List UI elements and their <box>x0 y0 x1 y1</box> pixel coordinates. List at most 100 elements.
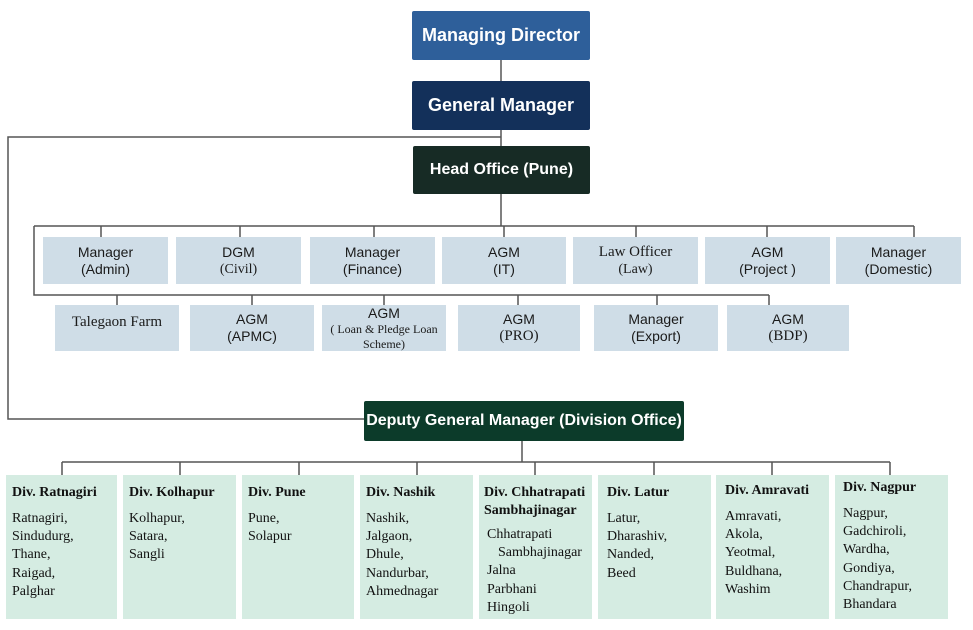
division-ratnagiri-box: Div. Ratnagiri Ratnagiri, Sindudurg, Tha… <box>6 475 117 619</box>
box-title: Talegaon Farm <box>71 314 163 330</box>
district-item: Parbhani <box>487 581 537 597</box>
box-title: DGM <box>222 243 255 260</box>
general-manager-box: General Manager <box>412 81 590 130</box>
box-subtitle: (PRO) <box>499 328 539 344</box>
district-item: Gondiya, <box>843 560 895 576</box>
district-list: Amravati, Akola, Yeotmal, Buldhana, Wash… <box>725 508 829 599</box>
box-subtitle: (APMC) <box>227 328 277 344</box>
head-office-label: Head Office (Pune) <box>429 161 574 178</box>
box-subtitle-2: Scheme) <box>363 336 405 351</box>
district-item: Hingoli <box>487 599 530 615</box>
agm-it-box: AGM (IT) <box>442 237 566 284</box>
managing-director-label: Managing Director <box>421 25 581 45</box>
district-item: Kolhapur, <box>129 511 185 526</box>
district-item: Latur, <box>607 511 641 526</box>
division-nashik-box: Div. Nashik Nashik, Jalgaon, Dhule, Nand… <box>360 475 473 619</box>
district-item: Jalna <box>487 563 516 579</box>
district-list: Ratnagiri, Sindudurg, Thane, Raigad, Pal… <box>12 510 117 601</box>
district-item: Satara, <box>129 529 168 545</box>
district-item: Raigad, <box>12 565 56 581</box>
agm-apmc-box: AGM (APMC) <box>190 305 314 351</box>
box-title: AGM <box>236 311 268 327</box>
district-item: Nandurbar, <box>366 565 429 581</box>
district-item: Nagpur, <box>843 506 888 521</box>
division-title: Div. Latur <box>607 485 670 500</box>
agm-pro-box: AGM (PRO) <box>458 305 580 351</box>
district-item: Pune, <box>248 511 280 526</box>
box-title: Manager <box>344 243 401 260</box>
box-subtitle: (Export) <box>631 328 681 344</box>
box-subtitle: (Domestic) <box>864 260 933 277</box>
district-item: Chandrapur, <box>843 578 913 594</box>
box-subtitle: ( Loan & Pledge Loan <box>330 321 438 336</box>
division-pune-box: Div. Pune Pune, Solapur <box>242 475 354 619</box>
box-title: AGM <box>751 243 784 260</box>
division-title: Div. Amravati <box>725 483 809 498</box>
district-list: Nashik, Jalgaon, Dhule, Nandurbar, Ahmed… <box>366 510 473 601</box>
district-item: Nanded, <box>607 547 655 563</box>
box-subtitle: (IT) <box>493 260 515 277</box>
district-item: Palghar <box>12 583 55 599</box>
managing-director-box: Managing Director <box>412 11 590 60</box>
district-item: Buldhana, <box>725 563 783 579</box>
district-list: Chhatrapati Sambhajinagar Jalna Parbhani… <box>484 526 592 617</box>
box-title: AGM <box>772 311 804 327</box>
district-item: Dhule, <box>366 547 404 563</box>
manager-domestic-box: Manager (Domestic) <box>836 237 961 284</box>
district-list: Pune, Solapur <box>248 510 354 546</box>
division-chhatrapati-sambhajinagar-box: Div. Chhatrapati Sambhajinagar Chhatrapa… <box>479 475 592 619</box>
box-title: AGM <box>503 311 535 327</box>
district-item: Washim <box>725 581 771 597</box>
district-item: Yeotmal, <box>725 545 776 561</box>
district-item: Thane, <box>12 547 51 563</box>
box-subtitle: (Project ) <box>739 260 796 277</box>
box-title: AGM <box>368 304 400 321</box>
box-title: Manager <box>77 243 134 260</box>
division-office-box: Deputy General Manager (Division Office) <box>364 401 684 441</box>
dgm-civil-box: DGM (Civil) <box>176 237 301 284</box>
division-title: Div. Chhatrapati Sambhajinagar <box>484 485 586 518</box>
district-item: Ahmednagar <box>366 583 439 599</box>
district-item: Sambhajinagar <box>498 545 582 561</box>
box-subtitle: (Admin) <box>80 260 130 277</box>
division-title: Div. Pune <box>248 485 306 500</box>
box-subtitle: (Finance) <box>342 260 403 277</box>
district-item: Wardha, <box>843 542 890 558</box>
division-kolhapur-box: Div. Kolhapur Kolhapur, Satara, Sangli <box>123 475 236 619</box>
district-item: Gadchiroli, <box>843 524 907 540</box>
box-title: Law Officer <box>598 243 673 260</box>
division-amravati-box: Div. Amravati Amravati, Akola, Yeotmal, … <box>716 475 829 619</box>
district-item: Amravati, <box>725 509 782 524</box>
district-item: Akola, <box>725 527 763 543</box>
box-title: AGM <box>488 243 520 260</box>
agm-loan-pledge-box: AGM ( Loan & Pledge Loan Scheme) <box>322 305 446 351</box>
district-item: Beed <box>607 565 636 581</box>
law-officer-box: Law Officer (Law) <box>573 237 698 284</box>
manager-admin-box: Manager (Admin) <box>43 237 168 284</box>
division-title: Div. Kolhapur <box>129 485 215 500</box>
district-item: Dharashiv, <box>607 529 668 545</box>
district-item: Nashik, <box>366 511 410 526</box>
district-item: Jalgaon, <box>366 529 413 545</box>
box-title: Manager <box>870 243 927 260</box>
box-subtitle: (BDP) <box>768 328 808 344</box>
agm-project-box: AGM (Project ) <box>705 237 830 284</box>
division-nagpur-box: Div. Nagpur Nagpur, Gadchiroli, Wardha, … <box>835 475 948 619</box>
box-title: Manager <box>628 311 684 327</box>
box-subtitle: (Law) <box>618 261 653 277</box>
division-title: Div. Nashik <box>366 485 436 500</box>
manager-finance-box: Manager (Finance) <box>310 237 435 284</box>
division-title: Div. Nagpur <box>843 480 917 495</box>
box-subtitle: (Civil) <box>219 261 258 277</box>
general-manager-label: General Manager <box>427 95 575 115</box>
district-item: Bhandara <box>843 597 897 613</box>
district-list: Latur, Dharashiv, Nanded, Beed <box>607 510 711 583</box>
talegaon-farm-box: Talegaon Farm <box>55 305 179 351</box>
district-item: Solapur <box>248 529 292 545</box>
district-item: Ratnagiri, <box>12 511 68 526</box>
district-item: Chhatrapati <box>487 527 553 542</box>
division-title: Div. Ratnagiri <box>12 485 97 500</box>
district-list: Nagpur, Gadchiroli, Wardha, Gondiya, Cha… <box>843 505 948 614</box>
